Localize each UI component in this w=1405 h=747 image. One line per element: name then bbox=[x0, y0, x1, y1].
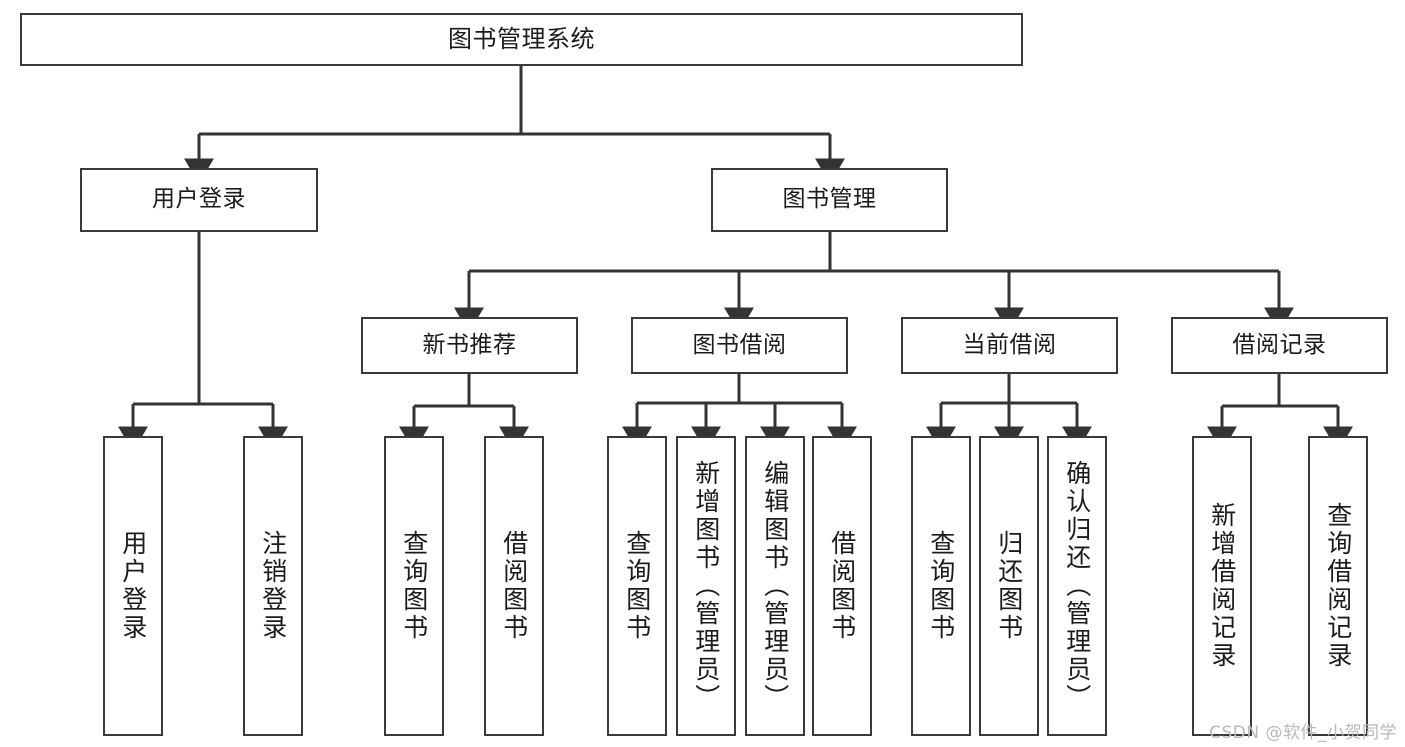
node-leaf-add-book-label: 新增图书（管理员） bbox=[691, 460, 721, 712]
node-leaf-logout-label: 注销登录 bbox=[258, 530, 288, 642]
node-root[interactable]: 图书管理系统 bbox=[20, 13, 1023, 66]
node-new-book-rec-label: 新书推荐 bbox=[422, 331, 517, 358]
node-leaf-query-book-3-label: 查询图书 bbox=[926, 530, 956, 642]
node-leaf-query-record-label: 查询借阅记录 bbox=[1323, 502, 1353, 670]
node-leaf-add-record-label: 新增借阅记录 bbox=[1207, 502, 1237, 670]
node-leaf-user-login[interactable]: 用户登录 bbox=[103, 436, 163, 736]
node-leaf-query-book-1[interactable]: 查询图书 bbox=[384, 436, 444, 736]
node-leaf-query-book-1-label: 查询图书 bbox=[399, 530, 429, 642]
node-leaf-query-book-2[interactable]: 查询图书 bbox=[607, 436, 667, 736]
node-book-manage-label: 图书管理 bbox=[782, 186, 877, 213]
node-book-borrow[interactable]: 图书借阅 bbox=[631, 317, 848, 374]
node-leaf-query-record[interactable]: 查询借阅记录 bbox=[1308, 436, 1368, 736]
node-leaf-borrow-book-1[interactable]: 借阅图书 bbox=[484, 436, 544, 736]
node-leaf-return-book-label: 归还图书 bbox=[994, 530, 1024, 642]
node-leaf-return-book[interactable]: 归还图书 bbox=[979, 436, 1039, 736]
node-leaf-add-record[interactable]: 新增借阅记录 bbox=[1192, 436, 1252, 736]
node-leaf-query-book-2-label: 查询图书 bbox=[622, 530, 652, 642]
node-leaf-confirm-return[interactable]: 确认归还（管理员） bbox=[1047, 436, 1107, 736]
node-user-login-label: 用户登录 bbox=[152, 186, 246, 213]
node-borrow-record-label: 借阅记录 bbox=[1232, 331, 1327, 358]
node-leaf-borrow-book-1-label: 借阅图书 bbox=[499, 530, 529, 642]
node-leaf-add-book[interactable]: 新增图书（管理员） bbox=[676, 436, 736, 736]
node-leaf-query-book-3[interactable]: 查询图书 bbox=[911, 436, 971, 736]
node-leaf-edit-book[interactable]: 编辑图书（管理员） bbox=[745, 436, 805, 736]
node-current-borrow[interactable]: 当前借阅 bbox=[901, 317, 1118, 374]
node-leaf-borrow-book-2[interactable]: 借阅图书 bbox=[812, 436, 872, 736]
node-leaf-borrow-book-2-label: 借阅图书 bbox=[827, 530, 857, 642]
node-leaf-user-login-label: 用户登录 bbox=[118, 530, 148, 642]
node-root-label: 图书管理系统 bbox=[448, 25, 595, 54]
csdn-watermark: CSDN @软件_小贺同学 bbox=[1209, 723, 1397, 743]
node-leaf-edit-book-label: 编辑图书（管理员） bbox=[760, 460, 790, 712]
node-leaf-confirm-return-label: 确认归还（管理员） bbox=[1062, 460, 1092, 712]
node-new-book-rec[interactable]: 新书推荐 bbox=[361, 317, 578, 374]
node-book-manage[interactable]: 图书管理 bbox=[711, 168, 948, 232]
node-leaf-logout[interactable]: 注销登录 bbox=[243, 436, 303, 736]
node-user-login[interactable]: 用户登录 bbox=[80, 168, 318, 232]
node-borrow-record[interactable]: 借阅记录 bbox=[1171, 317, 1388, 374]
node-current-borrow-label: 当前借阅 bbox=[962, 331, 1057, 358]
node-book-borrow-label: 图书借阅 bbox=[692, 331, 787, 358]
